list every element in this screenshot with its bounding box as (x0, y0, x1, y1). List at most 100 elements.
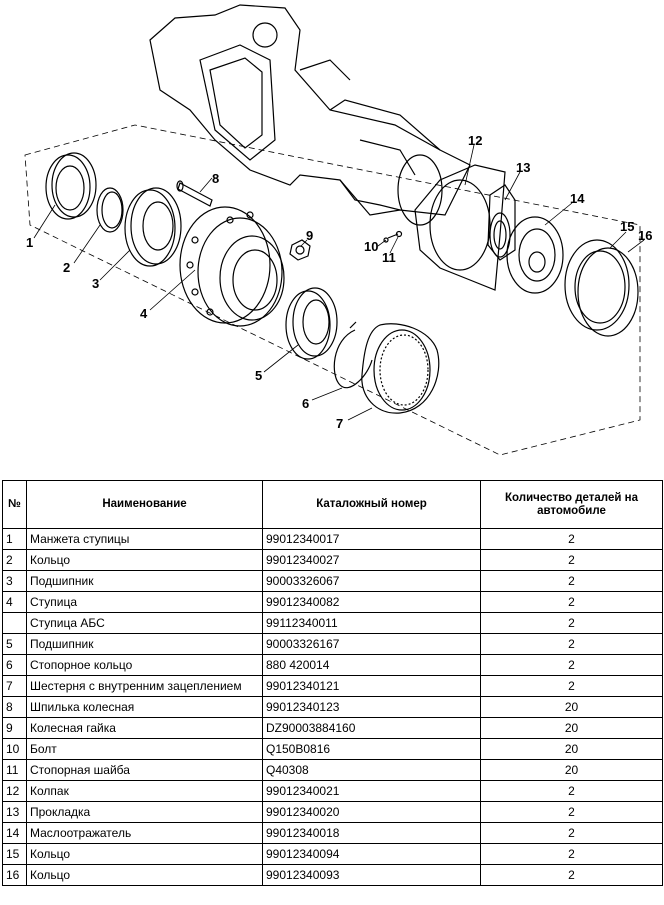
header-quantity: Количество деталей на автомобиле (480, 480, 663, 529)
cell-number: 10 (2, 738, 27, 760)
cell-catalog-number: DZ90003884160 (262, 717, 481, 739)
cell-quantity: 2 (480, 801, 663, 823)
header-number: № (2, 480, 27, 529)
cell-number: 5 (2, 633, 27, 655)
cell-quantity: 20 (480, 717, 663, 739)
callout-2: 2 (63, 260, 70, 275)
callout-8: 8 (212, 171, 219, 186)
callout-6: 6 (302, 396, 309, 411)
cell-catalog-number: 99112340011 (262, 612, 481, 634)
cell-quantity: 2 (480, 654, 663, 676)
wheel-nut-drawing (289, 239, 311, 261)
bearing-3-drawing (124, 187, 182, 267)
ring-2-drawing (96, 187, 124, 233)
cell-quantity: 2 (480, 570, 663, 592)
cell-quantity: 2 (480, 822, 663, 844)
header-name: Наименование (26, 480, 263, 529)
cell-number: 8 (2, 696, 27, 718)
cell-name: Подшипник (26, 633, 263, 655)
callout-15: 15 (620, 219, 634, 234)
cell-name: Кольцо (26, 864, 263, 886)
cell-number (2, 612, 27, 634)
hub-drawing (179, 206, 285, 327)
cell-number: 9 (2, 717, 27, 739)
cell-quantity: 2 (480, 549, 663, 571)
cell-quantity: 2 (480, 591, 663, 613)
cell-number: 4 (2, 591, 27, 613)
cell-catalog-number: 99012340093 (262, 864, 481, 886)
retaining-ring-drawing (333, 321, 373, 389)
cell-quantity: 20 (480, 738, 663, 760)
cover-drawing (414, 164, 506, 291)
cell-catalog-number: Q40308 (262, 759, 481, 781)
cell-number: 1 (2, 528, 27, 550)
cell-name: Шпилька колесная (26, 696, 263, 718)
cell-number: 6 (2, 654, 27, 676)
callout-16: 16 (638, 228, 652, 243)
cell-name: Ступица АБС (26, 612, 263, 634)
cell-catalog-number: 99012340020 (262, 801, 481, 823)
leader-lines (33, 144, 645, 421)
cell-quantity: 2 (480, 675, 663, 697)
gasket-drawing (487, 184, 516, 261)
parts-table: № Наименование Каталожный номер Количест… (2, 480, 663, 886)
rings-15-16-drawing (564, 239, 639, 337)
cell-name: Стопорная шайба (26, 759, 263, 781)
cell-catalog-number: 99012340123 (262, 696, 481, 718)
cell-quantity: 20 (480, 759, 663, 781)
cell-name: Подшипник (26, 570, 263, 592)
header-catalog-number: Каталожный номер (262, 480, 481, 529)
cell-number: 16 (2, 864, 27, 886)
cell-catalog-number: 99012340018 (262, 822, 481, 844)
cell-catalog-number: 880 420014 (262, 654, 481, 676)
callout-5: 5 (255, 368, 262, 383)
hub-seal-drawing (45, 152, 97, 220)
cell-catalog-number: 99012340017 (262, 528, 481, 550)
cell-name: Манжета ступицы (26, 528, 263, 550)
oil-deflector-drawing (506, 216, 564, 294)
cell-quantity: 2 (480, 612, 663, 634)
cell-number: 7 (2, 675, 27, 697)
cell-name: Стопорное кольцо (26, 654, 263, 676)
cell-number: 15 (2, 843, 27, 865)
callout-13: 13 (516, 160, 530, 175)
cell-number: 13 (2, 801, 27, 823)
cell-quantity: 20 (480, 696, 663, 718)
callout-3: 3 (92, 276, 99, 291)
cell-name: Ступица (26, 591, 263, 613)
callout-11: 11 (382, 250, 396, 265)
cell-number: 11 (2, 759, 27, 781)
cell-catalog-number: 99012340027 (262, 549, 481, 571)
bolt-and-washer-drawing (383, 230, 403, 243)
cell-number: 2 (2, 549, 27, 571)
internal-gear-drawing (361, 323, 440, 414)
cell-catalog-number: 99012340021 (262, 780, 481, 802)
exploded-view-diagram: 1 2 3 4 5 6 7 8 9 10 11 12 13 14 15 16 (24, 4, 652, 456)
cell-quantity: 2 (480, 843, 663, 865)
cell-catalog-number: 90003326067 (262, 570, 481, 592)
cell-name: Болт (26, 738, 263, 760)
cell-catalog-number: 99012340094 (262, 843, 481, 865)
table-header-row: № Наименование Каталожный номер Количест… (2, 480, 663, 529)
callout-12: 12 (468, 133, 482, 148)
axle-housing-drawing (24, 4, 641, 456)
callout-1: 1 (26, 235, 33, 250)
callout-10: 10 (364, 239, 378, 254)
cell-name: Кольцо (26, 843, 263, 865)
callout-4: 4 (140, 306, 148, 321)
cell-name: Маслоотражатель (26, 822, 263, 844)
